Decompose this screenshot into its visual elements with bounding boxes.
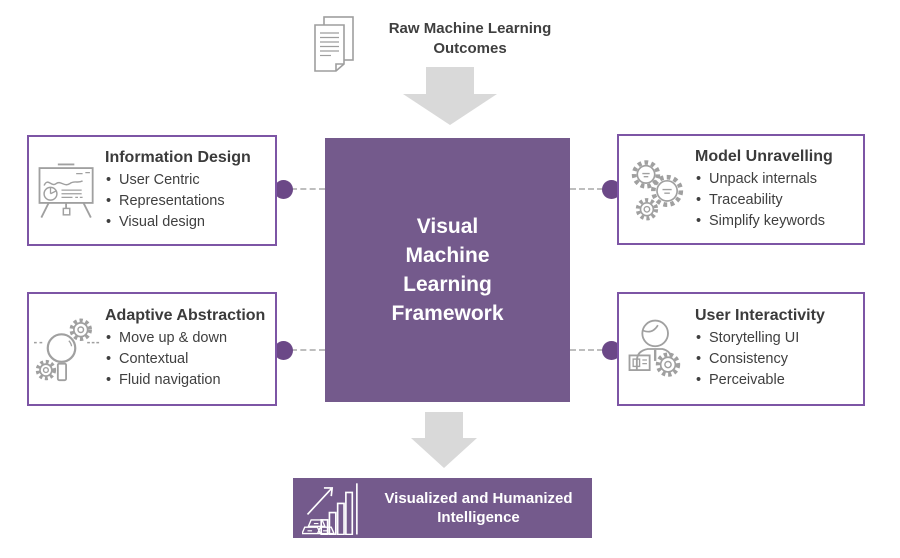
box-title: Information Design	[105, 148, 251, 166]
center-line-2: Machine	[405, 244, 490, 267]
growth-chart-icon	[293, 481, 375, 535]
bullet-item: User Centric	[105, 170, 271, 191]
box-model-unravelling: Model Unravelling Unpack internals Trace…	[617, 134, 865, 245]
box-model-unravelling-content: Model Unravelling Unpack internals Trace…	[695, 148, 863, 232]
box-adaptive-abstraction-content: Adaptive Abstraction Move up & down Cont…	[105, 307, 275, 391]
connector-line-left-top	[291, 188, 325, 190]
bullet-item: Simplify keywords	[695, 211, 859, 232]
output-label-line1: Visualized and Humanized	[384, 490, 573, 507]
down-arrow-top-icon	[403, 67, 497, 125]
bullet-item: Traceability	[695, 190, 859, 211]
source-label-line1: Raw Machine Learning	[388, 20, 552, 37]
connector-dot-right-bottom	[602, 341, 621, 360]
bullet-item: Perceivable	[695, 370, 859, 391]
center-line-1: Visual	[416, 215, 479, 238]
source-label: Raw Machine Learning Outcomes	[372, 19, 568, 59]
person-gear-icon	[619, 315, 695, 383]
bullet-item: Contextual	[105, 349, 271, 370]
box-title: Model Unravelling	[695, 147, 833, 165]
bullet-list: User Centric Representations Visual desi…	[105, 170, 271, 233]
bullet-item: Unpack internals	[695, 169, 859, 190]
center-line-3: Learning	[403, 273, 492, 296]
bullet-list: Storytelling UI Consistency Perceivable	[695, 328, 859, 391]
connector-line-right-bottom	[570, 349, 603, 351]
bullet-item: Move up & down	[105, 328, 271, 349]
connector-line-left-bottom	[291, 349, 325, 351]
down-arrow-bottom-icon	[411, 412, 477, 468]
connector-dot-left-bottom	[274, 341, 293, 360]
box-title: User Interactivity	[695, 307, 825, 324]
source-label-line2: Outcomes	[433, 40, 507, 57]
box-information-design: Information Design User Centric Represen…	[27, 135, 277, 246]
box-adaptive-abstraction: Adaptive Abstraction Move up & down Cont…	[27, 292, 277, 406]
output-label: Visualized and Humanized Intelligence	[375, 489, 592, 527]
magnifier-gears-icon	[29, 315, 105, 383]
connector-dot-right-top	[602, 180, 621, 199]
bullet-item: Visual design	[105, 212, 271, 233]
documents-icon	[311, 14, 359, 74]
bullet-list: Move up & down Contextual Fluid navigati…	[105, 328, 271, 391]
connector-dot-left-top	[274, 180, 293, 199]
output-label-line2: Intelligence	[437, 509, 520, 526]
bullet-item: Representations	[105, 191, 271, 212]
gears-icon	[619, 156, 695, 224]
center-line-4: Framework	[391, 302, 504, 325]
bullet-item: Storytelling UI	[695, 328, 859, 349]
box-title: Adaptive Abstraction	[105, 307, 266, 324]
connector-line-right-top	[570, 188, 603, 190]
bullet-list: Unpack internals Traceability Simplify k…	[695, 169, 859, 232]
box-user-interactivity-content: User Interactivity Storytelling UI Consi…	[695, 307, 863, 391]
bullet-item: Fluid navigation	[105, 370, 271, 391]
box-user-interactivity: User Interactivity Storytelling UI Consi…	[617, 292, 865, 406]
presentation-chart-icon	[29, 160, 105, 222]
box-information-design-content: Information Design User Centric Represen…	[105, 149, 275, 233]
central-framework-box: Visual Machine Learning Framework	[325, 138, 570, 402]
bullet-item: Consistency	[695, 349, 859, 370]
output-banner: Visualized and Humanized Intelligence	[293, 478, 592, 538]
